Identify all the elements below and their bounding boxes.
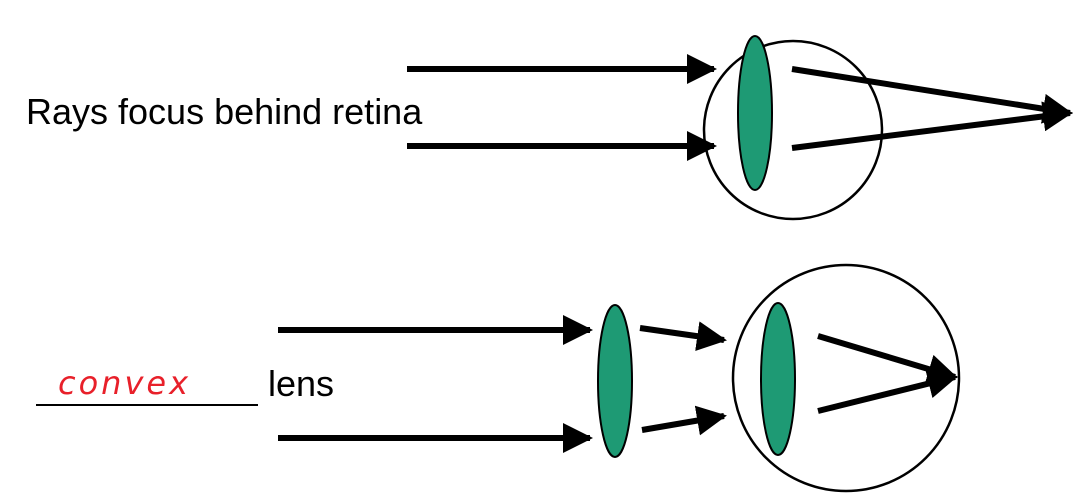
top-eye-group: [702, 35, 884, 221]
top-refracted-ray-lower: [791, 101, 1073, 151]
bottom-eye-lens: [760, 302, 796, 456]
bottom-eye-group: [731, 263, 961, 493]
handwritten-answer: convex: [58, 364, 192, 402]
top-refracted-ray-upper: [791, 66, 1073, 124]
top-caption: Rays focus behind retina: [26, 91, 423, 132]
top-eye-lens: [737, 35, 773, 191]
bottom-converging-ray-upper: [639, 321, 727, 352]
bottom-caption-lens: lens: [268, 363, 335, 404]
bottom-converging-ray-lower: [641, 405, 727, 436]
corrective-convex-lens: [597, 304, 633, 458]
bottom-refracted-ray-lower: [817, 368, 958, 414]
